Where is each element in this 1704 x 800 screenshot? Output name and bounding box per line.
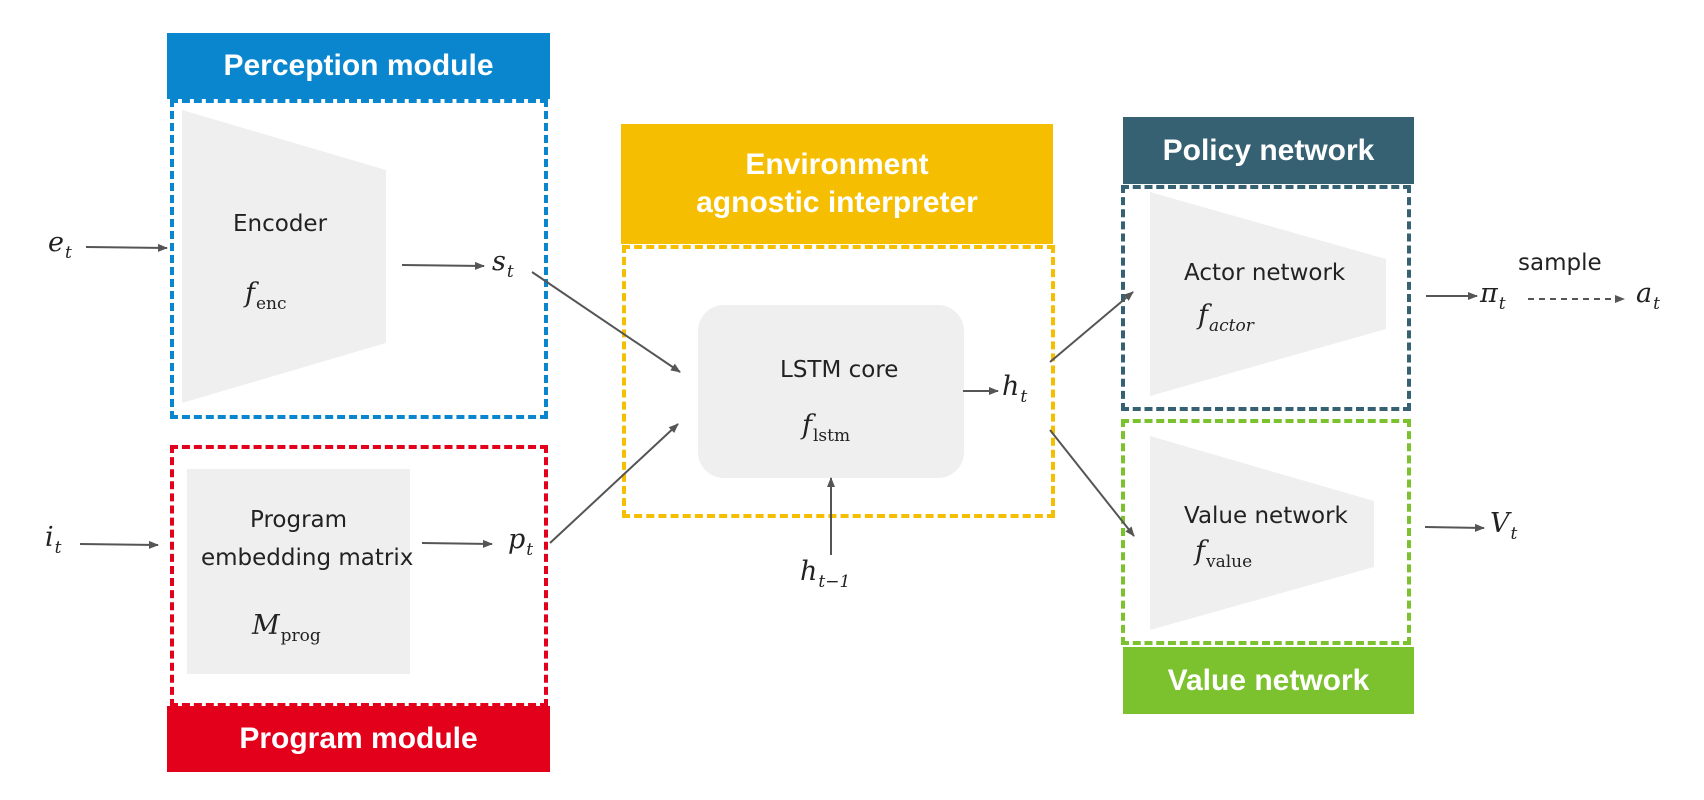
value-v: Vt: [1490, 508, 1518, 544]
arrow-i-to-program: [79, 540, 159, 549]
actor-network-block: [1150, 192, 1386, 396]
arrow-p-to-lstm: [549, 423, 679, 544]
arrow-h-to-actor: [1049, 291, 1134, 363]
program-module-title: Program module: [239, 722, 478, 755]
value-network-label: Value network: [1184, 503, 1348, 529]
perception-module-header: Perception module: [167, 33, 550, 99]
arrow-h-to-value: [1049, 429, 1135, 537]
encoder-label: Encoder: [233, 211, 328, 237]
value-function: fvalue: [1195, 536, 1253, 572]
action-a: at: [1636, 278, 1660, 314]
hidden-h: ht: [1002, 371, 1028, 407]
state-s: st: [492, 246, 514, 282]
program-embedding-block: [187, 469, 410, 674]
program-label-line2: embedding matrix: [201, 545, 414, 571]
encoder-function: fenc: [245, 278, 287, 314]
lstm-function: flstm: [802, 410, 851, 446]
arrow-s-to-lstm: [531, 271, 681, 373]
policy-pi: πt: [1480, 278, 1506, 314]
interpreter-header: Environment agnostic interpreter: [621, 124, 1053, 244]
hidden-h-prev: ht−1: [800, 556, 851, 592]
perception-module-title: Perception module: [223, 49, 494, 82]
arrow-encoder-to-s: [401, 261, 485, 270]
arrow-value-to-v: [1424, 523, 1485, 532]
actor-function: factor: [1198, 300, 1254, 336]
lstm-core-block: [698, 305, 964, 478]
program-p: pt: [508, 524, 534, 560]
input-i: it: [45, 522, 62, 558]
lstm-label: LSTM core: [780, 357, 899, 383]
program-module-header: Program module: [167, 706, 550, 772]
policy-network-header: Policy network: [1123, 117, 1414, 184]
perception-module-box: [170, 99, 548, 419]
input-e: et: [48, 227, 72, 263]
value-network-box: [1121, 419, 1411, 645]
program-matrix: Mprog: [252, 610, 321, 646]
interpreter-box: [622, 245, 1055, 518]
interpreter-title-line1: Environment: [745, 148, 929, 181]
program-label-line1: Program: [250, 507, 348, 533]
actor-network-label: Actor network: [1184, 260, 1346, 286]
encoder-block: [182, 110, 386, 403]
value-network-title: Value network: [1167, 663, 1370, 697]
value-network-header: Value network: [1123, 647, 1414, 714]
arrow-e-to-encoder: [85, 243, 168, 252]
sample-label: sample: [1518, 250, 1602, 276]
policy-network-title: Policy network: [1162, 133, 1375, 167]
program-module-box: [170, 445, 548, 707]
policy-network-box: [1121, 185, 1411, 411]
interpreter-title-line2: agnostic interpreter: [696, 186, 978, 219]
value-network-block: [1150, 436, 1374, 630]
arrow-program-to-p: [421, 539, 493, 548]
